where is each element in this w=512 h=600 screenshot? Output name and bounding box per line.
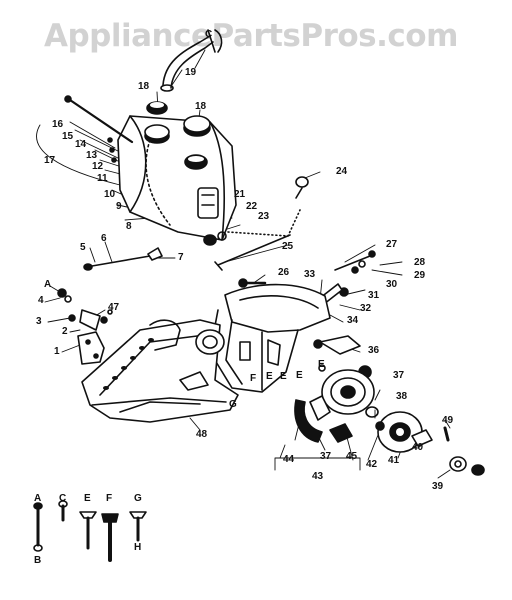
callout-12: 12 (92, 161, 104, 172)
callout-A-left: A (44, 279, 52, 290)
callout-25: 25 (282, 241, 294, 252)
callout-E-4: E (266, 371, 273, 382)
tank-cap-left (144, 124, 170, 144)
callout-11: 11 (97, 173, 108, 184)
callout-E-1: E (318, 359, 325, 370)
callout-48: 48 (196, 429, 208, 440)
callout-29: 29 (414, 270, 426, 281)
legend-E: E (84, 493, 91, 504)
callout-21: 21 (234, 189, 246, 200)
cap-gasket-left (146, 101, 168, 115)
callout-27: 27 (386, 239, 398, 250)
callout-33: 33 (304, 269, 316, 280)
fastener-legend (33, 500, 147, 562)
hose-clamp-assembly (160, 29, 223, 92)
callout-17: 17 (44, 155, 56, 166)
callout-16: 16 (52, 119, 64, 130)
callout-36: 36 (368, 345, 380, 356)
cap-gasket-right (184, 154, 208, 170)
clutch-assembly (294, 335, 485, 476)
callout-44: 44 (283, 454, 295, 465)
callout-14: 14 (75, 139, 87, 150)
callout-32: 32 (360, 303, 372, 314)
callout-18a: 18 (138, 81, 150, 92)
callout-31: 31 (368, 290, 380, 301)
legend-H: H (134, 542, 142, 553)
callout-42: 42 (366, 459, 378, 470)
callout-40: 40 (412, 442, 424, 453)
sprocket (377, 411, 423, 453)
callout-24: 24 (336, 166, 348, 177)
callout-49: 49 (442, 415, 454, 426)
callout-F: F (250, 373, 257, 384)
legend-G: G (134, 493, 142, 504)
callout-23: 23 (258, 211, 270, 222)
oil-tank (64, 95, 309, 246)
tank-cap-right (183, 115, 211, 137)
callout-10: 10 (104, 189, 116, 200)
callout-2: 2 (62, 326, 68, 337)
callout-26: 26 (278, 267, 290, 278)
callout-G: G (229, 399, 237, 410)
callout-45: 45 (346, 451, 358, 462)
crankcase-body (209, 283, 331, 393)
legend-C: C (59, 493, 67, 504)
callout-1: 1 (54, 346, 60, 357)
callout-39: 39 (432, 481, 444, 492)
watermark: AppliancePartsPros.com (44, 18, 458, 54)
callout-15: 15 (62, 131, 74, 142)
callout-38: 38 (396, 391, 408, 402)
callout-5: 5 (80, 242, 86, 253)
callout-6: 6 (101, 233, 107, 244)
clutch-drum (321, 369, 375, 415)
callout-4: 4 (38, 295, 44, 306)
callout-8: 8 (126, 221, 132, 232)
callout-37a: 37 (393, 370, 405, 381)
legend-A: A (34, 493, 42, 504)
callout-28: 28 (414, 257, 426, 268)
legend-F: F (106, 493, 113, 504)
callout-C-top: C (205, 29, 213, 40)
callout-E-2: E (296, 370, 303, 381)
callout-30: 30 (386, 279, 398, 290)
callout-9: 9 (116, 201, 122, 212)
left-bracket-parts (57, 288, 113, 365)
callout-7: 7 (178, 252, 184, 263)
callout-22: 22 (246, 201, 258, 212)
callout-3: 3 (36, 316, 42, 327)
callout-41: 41 (388, 455, 400, 466)
linkage-rods (83, 234, 291, 271)
callout-19: 19 (185, 67, 197, 78)
callout-13: 13 (86, 150, 98, 161)
leader-lines (36, 49, 451, 479)
callout-18b: 18 (195, 101, 207, 112)
callout-47: 47 (108, 302, 120, 313)
callout-E-3: E (280, 371, 287, 382)
base-frame (81, 319, 239, 423)
callout-37b: 37 (320, 451, 332, 462)
callout-43: 43 (312, 471, 324, 482)
legend-B: B (34, 555, 42, 566)
frame-holes (103, 338, 154, 390)
callout-34: 34 (347, 315, 359, 326)
clutch-shoes (294, 395, 353, 443)
